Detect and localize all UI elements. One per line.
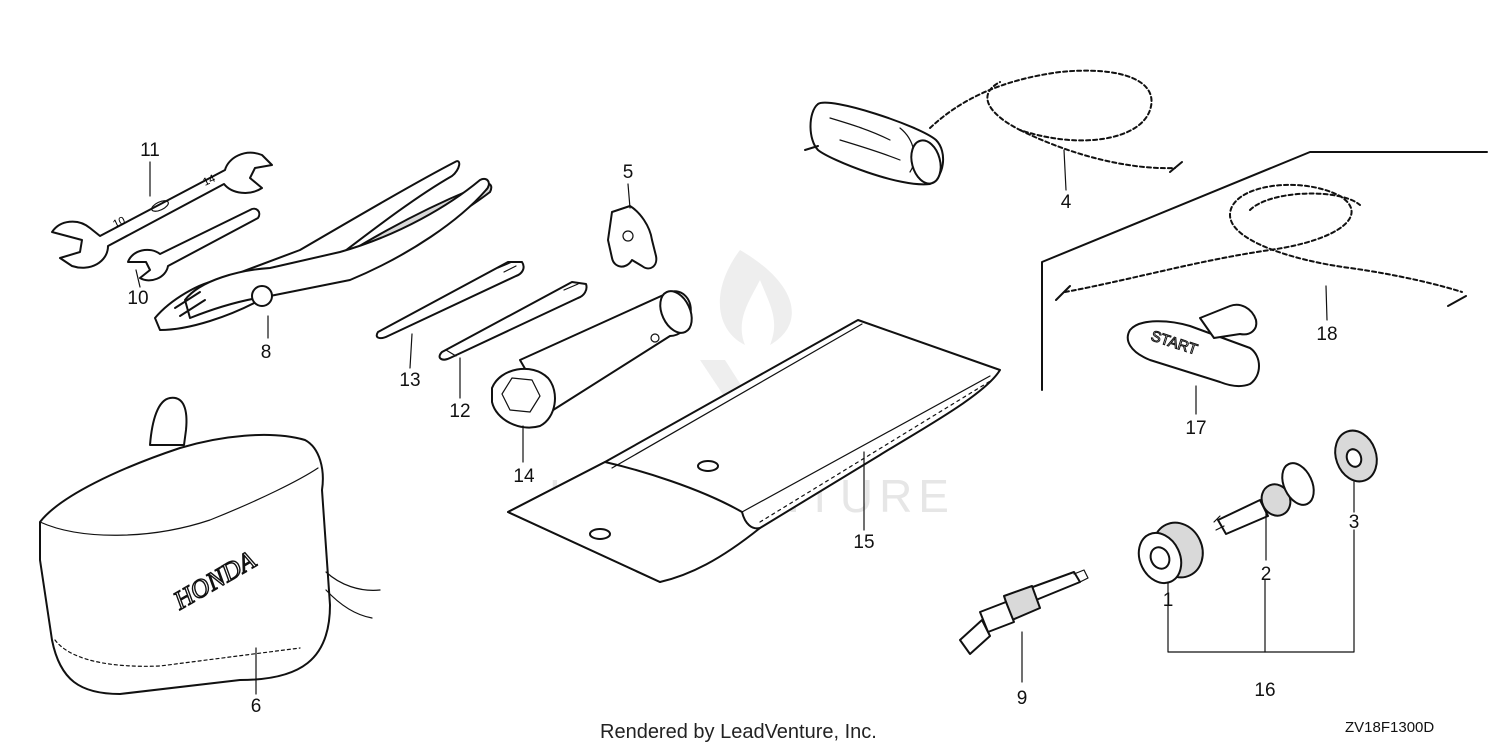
bar-13[interactable] [375, 261, 525, 340]
callout-14: 14 [513, 466, 535, 487]
knob-1[interactable] [1131, 514, 1212, 590]
callout-10: 10 [127, 288, 148, 309]
clip-5[interactable] [607, 205, 658, 270]
leader-lines [135, 149, 1355, 695]
wrench-size-b: 14 [201, 173, 217, 189]
wrench-10[interactable] [127, 207, 261, 282]
callout-16: 16 [1254, 680, 1275, 701]
callout-17: 17 [1185, 418, 1206, 439]
starter-grip-17[interactable]: START [1126, 303, 1260, 388]
callout-4: 4 [1061, 192, 1072, 213]
callout-6: 6 [251, 696, 262, 717]
plug-wrench-14[interactable] [491, 286, 698, 429]
callout-labels: 1 2 3 4 5 6 8 9 10 11 12 13 14 15 16 17 … [127, 140, 1359, 717]
callout-13: 13 [399, 370, 420, 391]
starter-rope-18[interactable] [1055, 183, 1467, 307]
pliers-8[interactable] [154, 160, 493, 331]
callout-5: 5 [623, 162, 634, 183]
diagram-code: ZV18F1300D [1345, 719, 1434, 736]
grommet-3[interactable] [1328, 425, 1383, 488]
wrench-11[interactable]: 10 14 [51, 151, 273, 269]
callout-1: 1 [1163, 590, 1174, 611]
callout-11: 11 [140, 140, 160, 161]
bar-12[interactable] [438, 281, 588, 361]
engine-cover-6[interactable]: HONDA [39, 396, 381, 695]
callout-2: 2 [1261, 564, 1272, 585]
starter-rope-4[interactable] [804, 69, 1183, 187]
callout-3: 3 [1349, 512, 1360, 533]
footer-credit: Rendered by LeadVenture, Inc. [600, 721, 877, 743]
callout-12: 12 [449, 401, 470, 422]
shaft-2[interactable] [1213, 458, 1320, 535]
bracket-outline [1041, 151, 1488, 391]
callout-9: 9 [1017, 688, 1028, 709]
callout-18: 18 [1316, 324, 1337, 345]
spark-plug-9[interactable] [959, 569, 1089, 655]
tool-pouch-15[interactable] [507, 319, 1001, 583]
wrench-size-a: 10 [111, 215, 127, 231]
callout-8: 8 [261, 342, 272, 363]
callout-15: 15 [853, 532, 874, 553]
